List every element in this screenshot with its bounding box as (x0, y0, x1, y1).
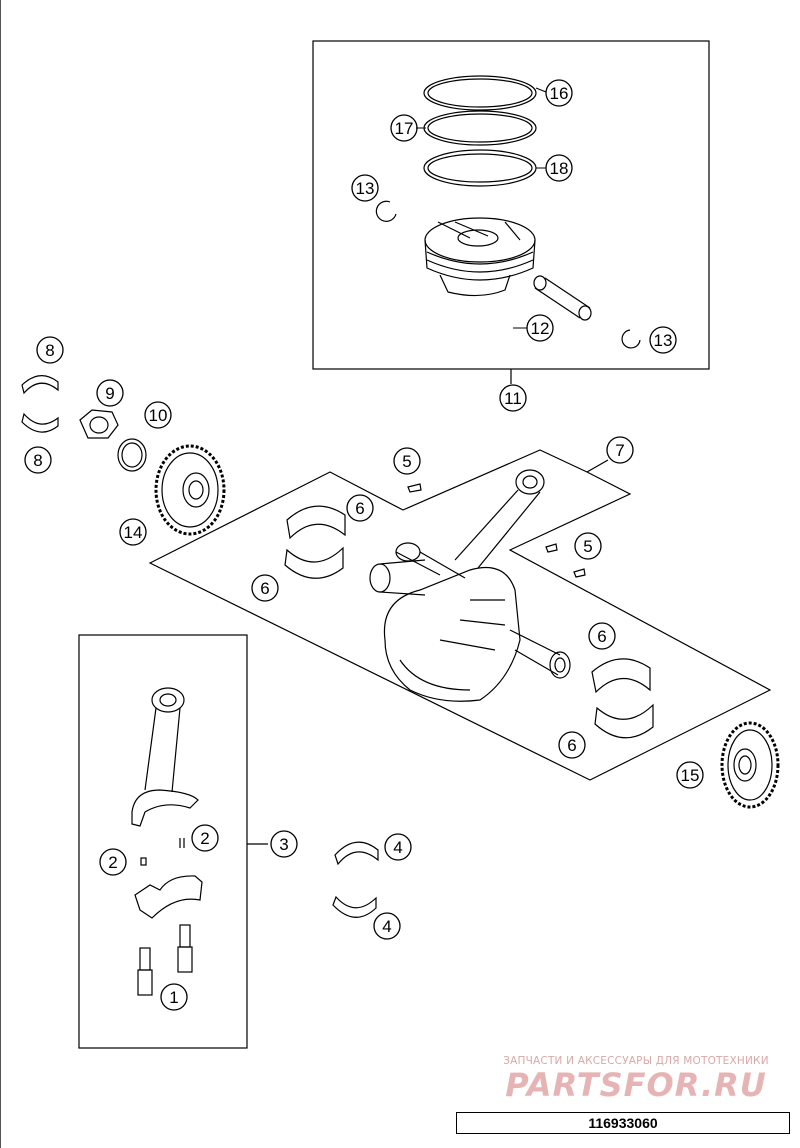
svg-text:15: 15 (681, 766, 700, 785)
main-bearing-shell-lower-left[interactable] (284, 546, 344, 579)
svg-text:2: 2 (108, 853, 117, 872)
callout-5-right[interactable]: 5 (574, 532, 602, 560)
dowel-pin-2-right[interactable] (179, 838, 185, 848)
watermark-tagline: ЗАПЧАСТИ И АКСЕССУАРЫ ДЛЯ МОТОТЕХНИКИ (503, 1055, 769, 1067)
svg-text:6: 6 (567, 736, 576, 755)
callout-10[interactable]: 10 (144, 401, 172, 429)
svg-text:9: 9 (105, 384, 114, 403)
conrod-bolt-1-left[interactable] (137, 947, 153, 996)
svg-text:8: 8 (45, 341, 54, 360)
crankshaft-group-leader (586, 459, 609, 473)
page-edge-line (0, 0, 1, 1148)
svg-text:1: 1 (169, 988, 178, 1007)
svg-text:5: 5 (402, 452, 411, 471)
callout-13-top[interactable]: 13 (351, 174, 379, 202)
svg-text:6: 6 (597, 627, 606, 646)
callout-6-top-left[interactable]: 6 (346, 494, 374, 522)
svg-text:4: 4 (393, 838, 402, 857)
callout-2-left[interactable]: 2 (99, 848, 127, 876)
svg-text:16: 16 (550, 84, 569, 103)
crankshaft-group-frame (148, 449, 772, 781)
conrod-kit-frame (78, 634, 248, 1049)
callout-3[interactable]: 3 (270, 830, 298, 858)
callout-9[interactable]: 9 (96, 379, 124, 407)
callout-8-top[interactable]: 8 (36, 336, 64, 364)
conrod-bearing-shell-4-upper[interactable] (334, 841, 379, 866)
circlip-13-right[interactable] (621, 329, 641, 349)
callout-8-bottom[interactable]: 8 (24, 446, 52, 474)
callout-7[interactable]: 7 (606, 436, 634, 464)
svg-text:8: 8 (33, 451, 42, 470)
conrod-bearing-shell-4-lower[interactable] (332, 895, 377, 918)
connecting-rod[interactable] (131, 687, 199, 827)
piston-group-frame (312, 40, 710, 370)
callout-2-right[interactable]: 2 (191, 824, 219, 852)
callout-leaders (416, 87, 547, 329)
piston-ring-16[interactable] (423, 75, 537, 111)
gear-14[interactable] (154, 444, 226, 536)
callout-4-bottom[interactable]: 4 (373, 912, 401, 940)
key-5-right-a[interactable] (545, 543, 558, 553)
callout-15[interactable]: 15 (676, 761, 704, 789)
watermark-logo: PARTSFOR.RU (505, 1066, 767, 1104)
key-5-right-b[interactable] (573, 568, 586, 578)
callout-12[interactable]: 12 (526, 314, 554, 342)
piston-ring-17[interactable] (423, 110, 537, 146)
callout-14[interactable]: 14 (119, 518, 147, 546)
callout-11[interactable]: 11 (499, 384, 527, 412)
svg-text:4: 4 (382, 917, 391, 936)
callouts: 16 17 18 13 12 13 11 8 8 9 10 14 7 5 5 6… (24, 79, 704, 1011)
piston-ring-18[interactable] (423, 149, 537, 187)
svg-text:5: 5 (583, 537, 592, 556)
svg-text:12: 12 (531, 319, 550, 338)
svg-text:11: 11 (504, 389, 522, 408)
main-bearing-shell-upper-left[interactable] (286, 505, 346, 540)
piston[interactable] (424, 217, 536, 297)
callout-17[interactable]: 17 (390, 114, 418, 142)
main-bearing-shell-lower-right[interactable] (594, 703, 654, 739)
svg-text:6: 6 (260, 579, 269, 598)
document-number: 116933060 (456, 1112, 790, 1134)
svg-text:6: 6 (355, 499, 364, 518)
svg-text:13: 13 (654, 331, 673, 350)
callout-5-top[interactable]: 5 (393, 447, 421, 475)
callout-16[interactable]: 16 (545, 79, 573, 107)
callout-1[interactable]: 1 (160, 983, 188, 1011)
dowel-pin-2-left[interactable] (140, 857, 147, 866)
circlip-13-left[interactable] (375, 200, 397, 222)
callout-6-bottom-left[interactable]: 6 (251, 574, 279, 602)
piston-pin-12[interactable] (533, 275, 592, 321)
svg-text:14: 14 (124, 523, 143, 542)
svg-text:7: 7 (615, 441, 624, 460)
svg-text:13: 13 (356, 179, 375, 198)
svg-text:2: 2 (200, 829, 209, 848)
main-bearing-shell-upper-right[interactable] (591, 658, 651, 694)
callout-6-bottom-right[interactable]: 6 (558, 731, 586, 759)
svg-text:18: 18 (550, 159, 569, 178)
callout-18[interactable]: 18 (545, 154, 573, 182)
crankshaft-assembly[interactable] (369, 469, 571, 702)
conrod-bolt-1-right[interactable] (177, 924, 193, 973)
conrod-cap[interactable] (134, 875, 203, 919)
bearing-shell-8-upper[interactable] (21, 375, 59, 395)
svg-text:10: 10 (149, 406, 168, 425)
nut-9[interactable] (79, 409, 119, 439)
washer-10[interactable] (117, 438, 147, 472)
key-5-top[interactable] (407, 483, 422, 493)
callout-6-top-right[interactable]: 6 (588, 622, 616, 650)
bearing-shell-8-lower[interactable] (21, 412, 59, 433)
svg-text:17: 17 (395, 119, 414, 138)
callout-4-top[interactable]: 4 (384, 833, 412, 861)
gear-15[interactable] (720, 721, 780, 809)
svg-text:3: 3 (279, 835, 288, 854)
callout-13-bottom[interactable]: 13 (649, 326, 677, 354)
